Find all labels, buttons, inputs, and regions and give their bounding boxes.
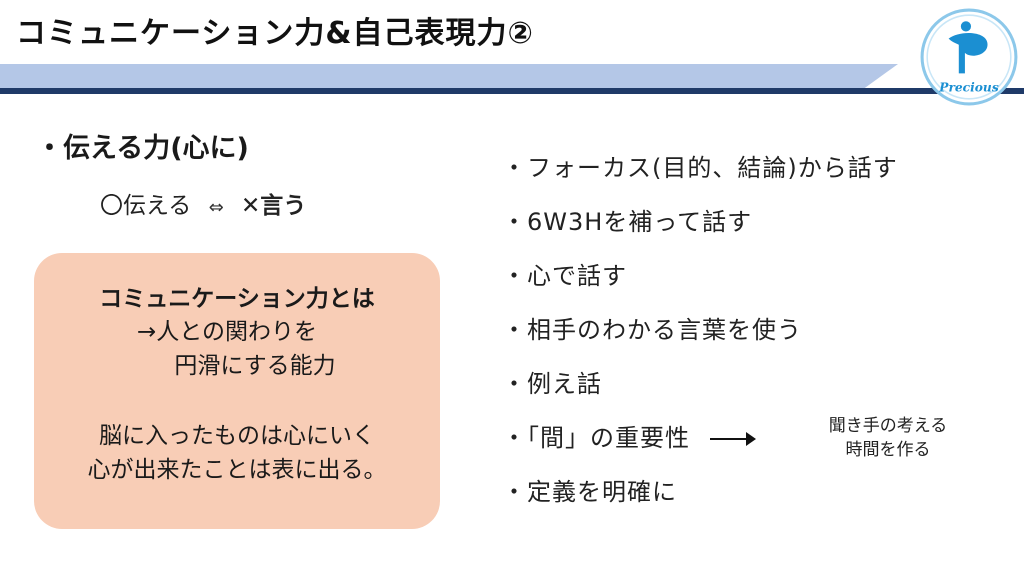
definition-box: コミュニケーション力とは →人との関わりを 円滑にする能力 脳に入ったものは心に… xyxy=(34,253,440,529)
right-arrow-icon xyxy=(710,432,756,446)
tip-item: ・相手のわかる言葉を使う xyxy=(502,316,802,344)
title-underline-band xyxy=(0,64,1024,94)
pause-note-line-1: 聞き手の考える xyxy=(828,416,948,436)
logo-p-stroke xyxy=(948,32,988,74)
say-label: ✕言う xyxy=(241,193,307,219)
tip-item: ・例え話 xyxy=(502,370,602,398)
double-arrow-icon: ⇔ xyxy=(208,197,224,218)
definition-line-1: →人との関わりを xyxy=(136,319,318,345)
band-light xyxy=(0,64,898,90)
logo-head xyxy=(960,21,972,32)
precious-logo: Precious xyxy=(920,8,1018,106)
slide-title: コミュニケーション力&自己表現力② xyxy=(16,16,534,51)
logo-text: Precious xyxy=(938,81,999,95)
tip-item: ・6W3Hを補って話す xyxy=(502,208,753,236)
band-dark xyxy=(0,88,1024,94)
convey-label: 〇伝える xyxy=(100,193,192,219)
tip-item: ・定義を明確に xyxy=(502,478,677,506)
pause-note-line-2: 時間を作る xyxy=(845,440,931,460)
tip-item-pause: ・「間」の重要性 xyxy=(502,420,898,474)
tip-item: ・心で話す xyxy=(502,262,627,290)
tip-item: ・フォーカス(目的、結論)から話す xyxy=(502,154,898,182)
convey-vs-say: 〇伝える ⇔ ✕言う xyxy=(100,186,306,220)
definition-title: コミュニケーション力とは xyxy=(99,286,375,312)
definition-line-4: 心が出来たことは表に出る。 xyxy=(87,457,387,483)
logo-inner-ring xyxy=(926,14,1012,100)
logo-outer-ring xyxy=(920,8,1018,106)
pause-note: 聞き手の考える 時間を作る xyxy=(806,414,970,462)
section-heading: ・伝える力(心に) xyxy=(36,133,249,164)
definition-line-2: 円滑にする能力 xyxy=(174,353,336,379)
definition-line-3: 脳に入ったものは心にいく xyxy=(99,423,375,449)
tips-list: ・フォーカス(目的、結論)から話す ・6W3Hを補って話す ・心で話す ・相手の… xyxy=(502,150,898,528)
tip-item-pause-label: ・「間」の重要性 xyxy=(502,424,690,452)
